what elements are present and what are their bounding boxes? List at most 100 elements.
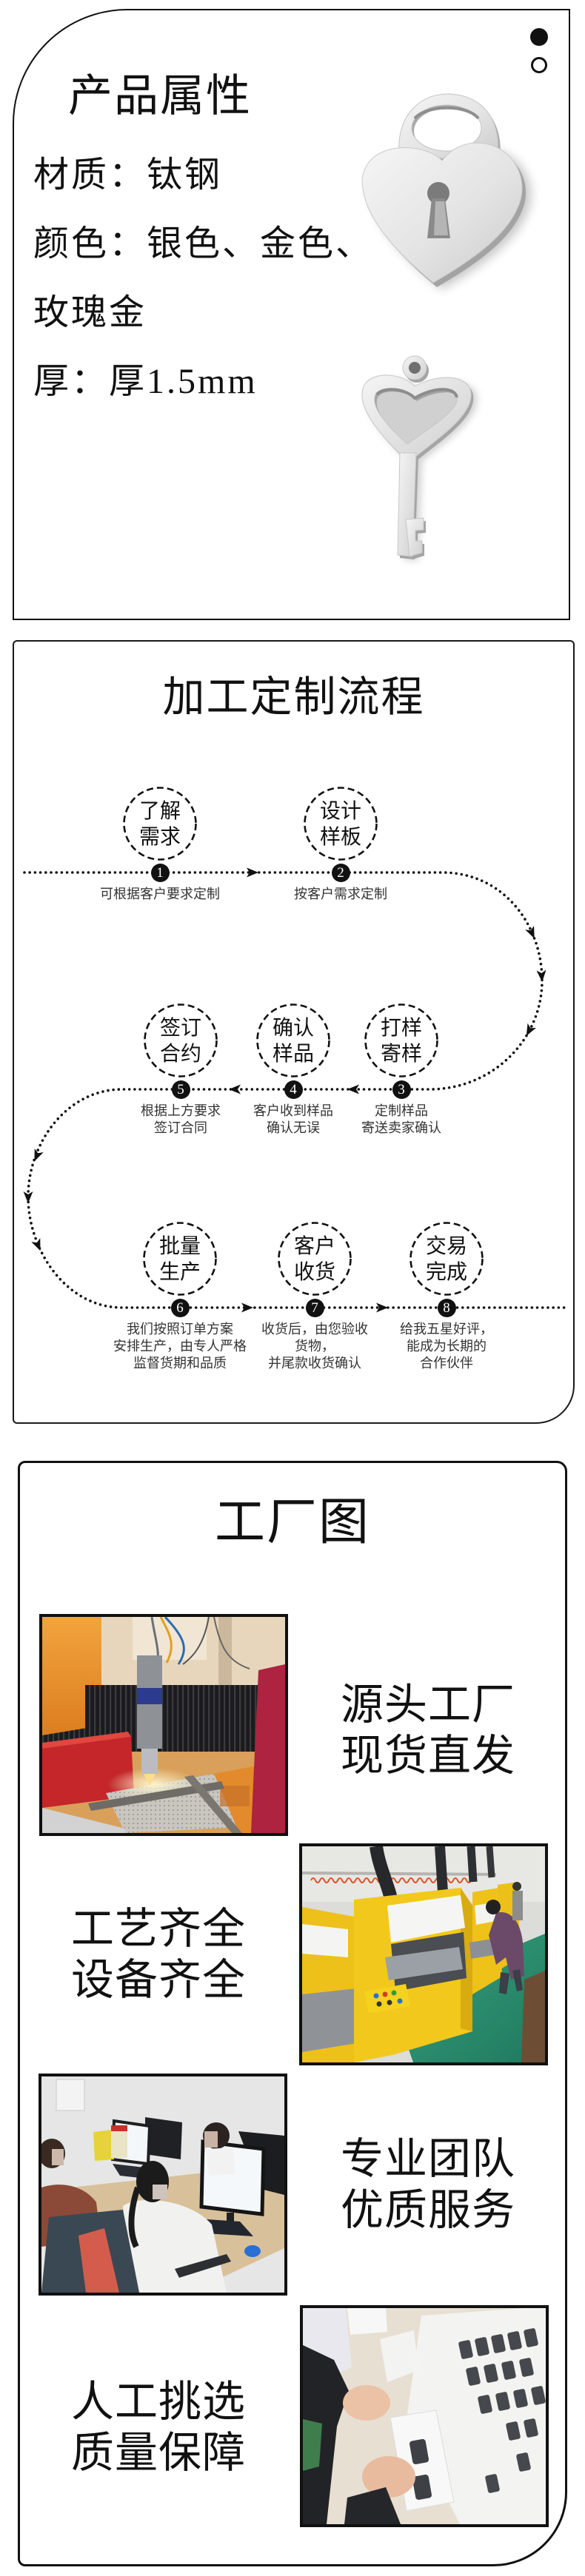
- step-number-badge: 3: [392, 1080, 411, 1099]
- factory-feature-text: 人工挑选 质量保障: [58, 2376, 258, 2478]
- arrowhead-icon: [241, 1302, 253, 1313]
- step-title-line: 客户: [293, 1234, 335, 1258]
- step-caption-line: 合作伙伴: [420, 1356, 473, 1371]
- step-caption: 定制样品 寄送卖家确认: [312, 1103, 490, 1137]
- product-attributes-title: 产品属性: [68, 70, 252, 122]
- step-caption-line: 我们按照订单方案: [127, 1322, 233, 1337]
- attribute-value: 厚1.5mm: [109, 362, 258, 401]
- step-title-line: 生产: [158, 1260, 201, 1284]
- step-title-line: 完成: [425, 1260, 467, 1284]
- step-title-line: 收货: [293, 1260, 335, 1284]
- process-frame: [13, 640, 575, 1424]
- dashed-step-circle: [144, 1003, 218, 1077]
- step-title: 签订 合约: [136, 1015, 225, 1066]
- attribute-color: 颜色：银色、金色、玫瑰金: [33, 209, 389, 347]
- step-caption-line: 安排生产，由专人严格: [113, 1339, 247, 1354]
- step-number-badge: 5: [171, 1080, 190, 1099]
- yellow-production-line-illustration: [302, 1846, 545, 2062]
- step-title-line: 签订: [159, 1015, 201, 1040]
- step-title-line: 样板: [319, 824, 361, 849]
- manual-sorting-photo: [300, 2305, 549, 2527]
- step-title-line: 交易: [425, 1234, 467, 1258]
- key-ring-hole: [409, 362, 421, 374]
- process-flow-diagram: [23, 867, 566, 1313]
- step-number-badge: 6: [170, 1298, 190, 1317]
- keyhole-icon: [427, 182, 450, 238]
- feature-line: 工艺齐全: [70, 1903, 246, 1954]
- attribute-label: 材质：: [33, 155, 147, 195]
- step-caption: 给我五星好评， 能成为长期的 合作伙伴: [358, 1321, 535, 1372]
- step-caption-line: 能成为长期的: [407, 1339, 487, 1354]
- arrowhead-icon: [23, 1191, 33, 1203]
- step-caption: 可根据客户要求定制: [71, 886, 249, 903]
- step-title-line: 设计: [319, 798, 361, 823]
- feature-line: 专业团队: [340, 2133, 515, 2184]
- step-caption-line: 定制样品: [375, 1103, 428, 1119]
- attribute-label: 厚：: [33, 362, 110, 401]
- laser-cutting-machine-photo: [39, 1614, 288, 1836]
- step-title-line: 样品: [272, 1041, 314, 1066]
- attribute-material: 材质：钛钢: [33, 141, 389, 209]
- dashed-step-circle: [123, 787, 197, 861]
- arrowhead-icon: [347, 1084, 359, 1094]
- step-title: 交易 完成: [402, 1233, 491, 1285]
- factory-feature-text: 专业团队 优质服务: [328, 2133, 528, 2236]
- step-number-badge: 4: [284, 1080, 303, 1099]
- office-team-illustration: [41, 2076, 284, 2293]
- feature-line: 设备齐全: [70, 1954, 246, 2005]
- factory-frame: [18, 1461, 567, 2566]
- arrowhead-icon: [376, 1302, 388, 1313]
- attribute-thickness: 厚：厚1.5mm: [33, 347, 389, 416]
- feature-line: 质量保障: [70, 2427, 246, 2478]
- step-caption-line: 确认无误: [267, 1120, 320, 1136]
- step-title: 确认 样品: [249, 1015, 338, 1066]
- step-caption-line: 给我五星好评，: [400, 1322, 493, 1337]
- step-caption-line: 货物，: [295, 1339, 335, 1354]
- step-caption: 我们按照订单方案 安排生产，由专人严格 监督货期和品质: [91, 1321, 269, 1372]
- step-number-badge: 7: [305, 1298, 324, 1317]
- arrowhead-icon: [31, 1238, 41, 1251]
- step-title: 打样 寄样: [357, 1015, 446, 1066]
- process-title: 加工定制流程: [162, 673, 425, 722]
- arrowhead-icon: [526, 1023, 537, 1036]
- dashed-step-circle: [278, 1222, 352, 1296]
- indicator-dot-filled-icon: [530, 28, 548, 46]
- step-title: 批量 生产: [136, 1233, 224, 1285]
- attribute-value: 银色、金色、玫瑰金: [33, 224, 374, 332]
- heart-padlock-charm-image: [361, 93, 532, 289]
- attribute-label: 颜色：: [33, 224, 147, 263]
- step-title-line: 确认: [272, 1015, 314, 1040]
- arrowhead-icon: [229, 1084, 241, 1094]
- feature-line: 源头工厂: [340, 1679, 515, 1729]
- step-caption-line: 可根据客户要求定制: [100, 887, 220, 902]
- factory-feature-text: 源头工厂 现货直发: [328, 1679, 528, 1781]
- step-caption-line: 按客户需求定制: [294, 887, 387, 902]
- feature-line: 人工挑选: [70, 2376, 246, 2427]
- step-caption: 收货后，由您验收 货物， 并尾款收货确认: [226, 1321, 404, 1372]
- step-caption-line: 客户收到样品: [253, 1103, 333, 1119]
- arrowhead-icon: [536, 969, 546, 982]
- step-number-badge: 2: [331, 863, 350, 882]
- step-title-line: 打样: [380, 1015, 422, 1040]
- attribute-list: 材质：钛钢 颜色：银色、金色、玫瑰金 厚：厚1.5mm: [33, 141, 389, 416]
- key-head-inner-edge: [375, 388, 458, 400]
- step-caption: 根据上方要求 签订合同: [92, 1103, 270, 1137]
- step-number-badge: 1: [150, 863, 170, 882]
- product-attributes-frame: [13, 9, 570, 620]
- step-title-line: 合约: [159, 1041, 201, 1066]
- office-team-photo: [39, 2074, 287, 2296]
- attribute-value: 钛钢: [147, 155, 223, 195]
- manual-sorting-illustration: [303, 2308, 546, 2524]
- feature-line: 现货直发: [340, 1730, 515, 1780]
- dashed-step-circle: [256, 1003, 330, 1077]
- step-title-line: 寄样: [380, 1041, 422, 1066]
- yellow-production-line-photo: [299, 1843, 548, 2065]
- factory-title: 工厂图: [214, 1493, 370, 1552]
- step-title-line: 需求: [138, 824, 181, 849]
- step-title: 客户 收货: [270, 1233, 359, 1285]
- arrowhead-icon: [525, 925, 535, 939]
- step-caption-line: 根据上方要求: [141, 1103, 221, 1119]
- arrowhead-icon: [247, 867, 258, 878]
- step-caption: 按客户需求定制: [252, 886, 429, 903]
